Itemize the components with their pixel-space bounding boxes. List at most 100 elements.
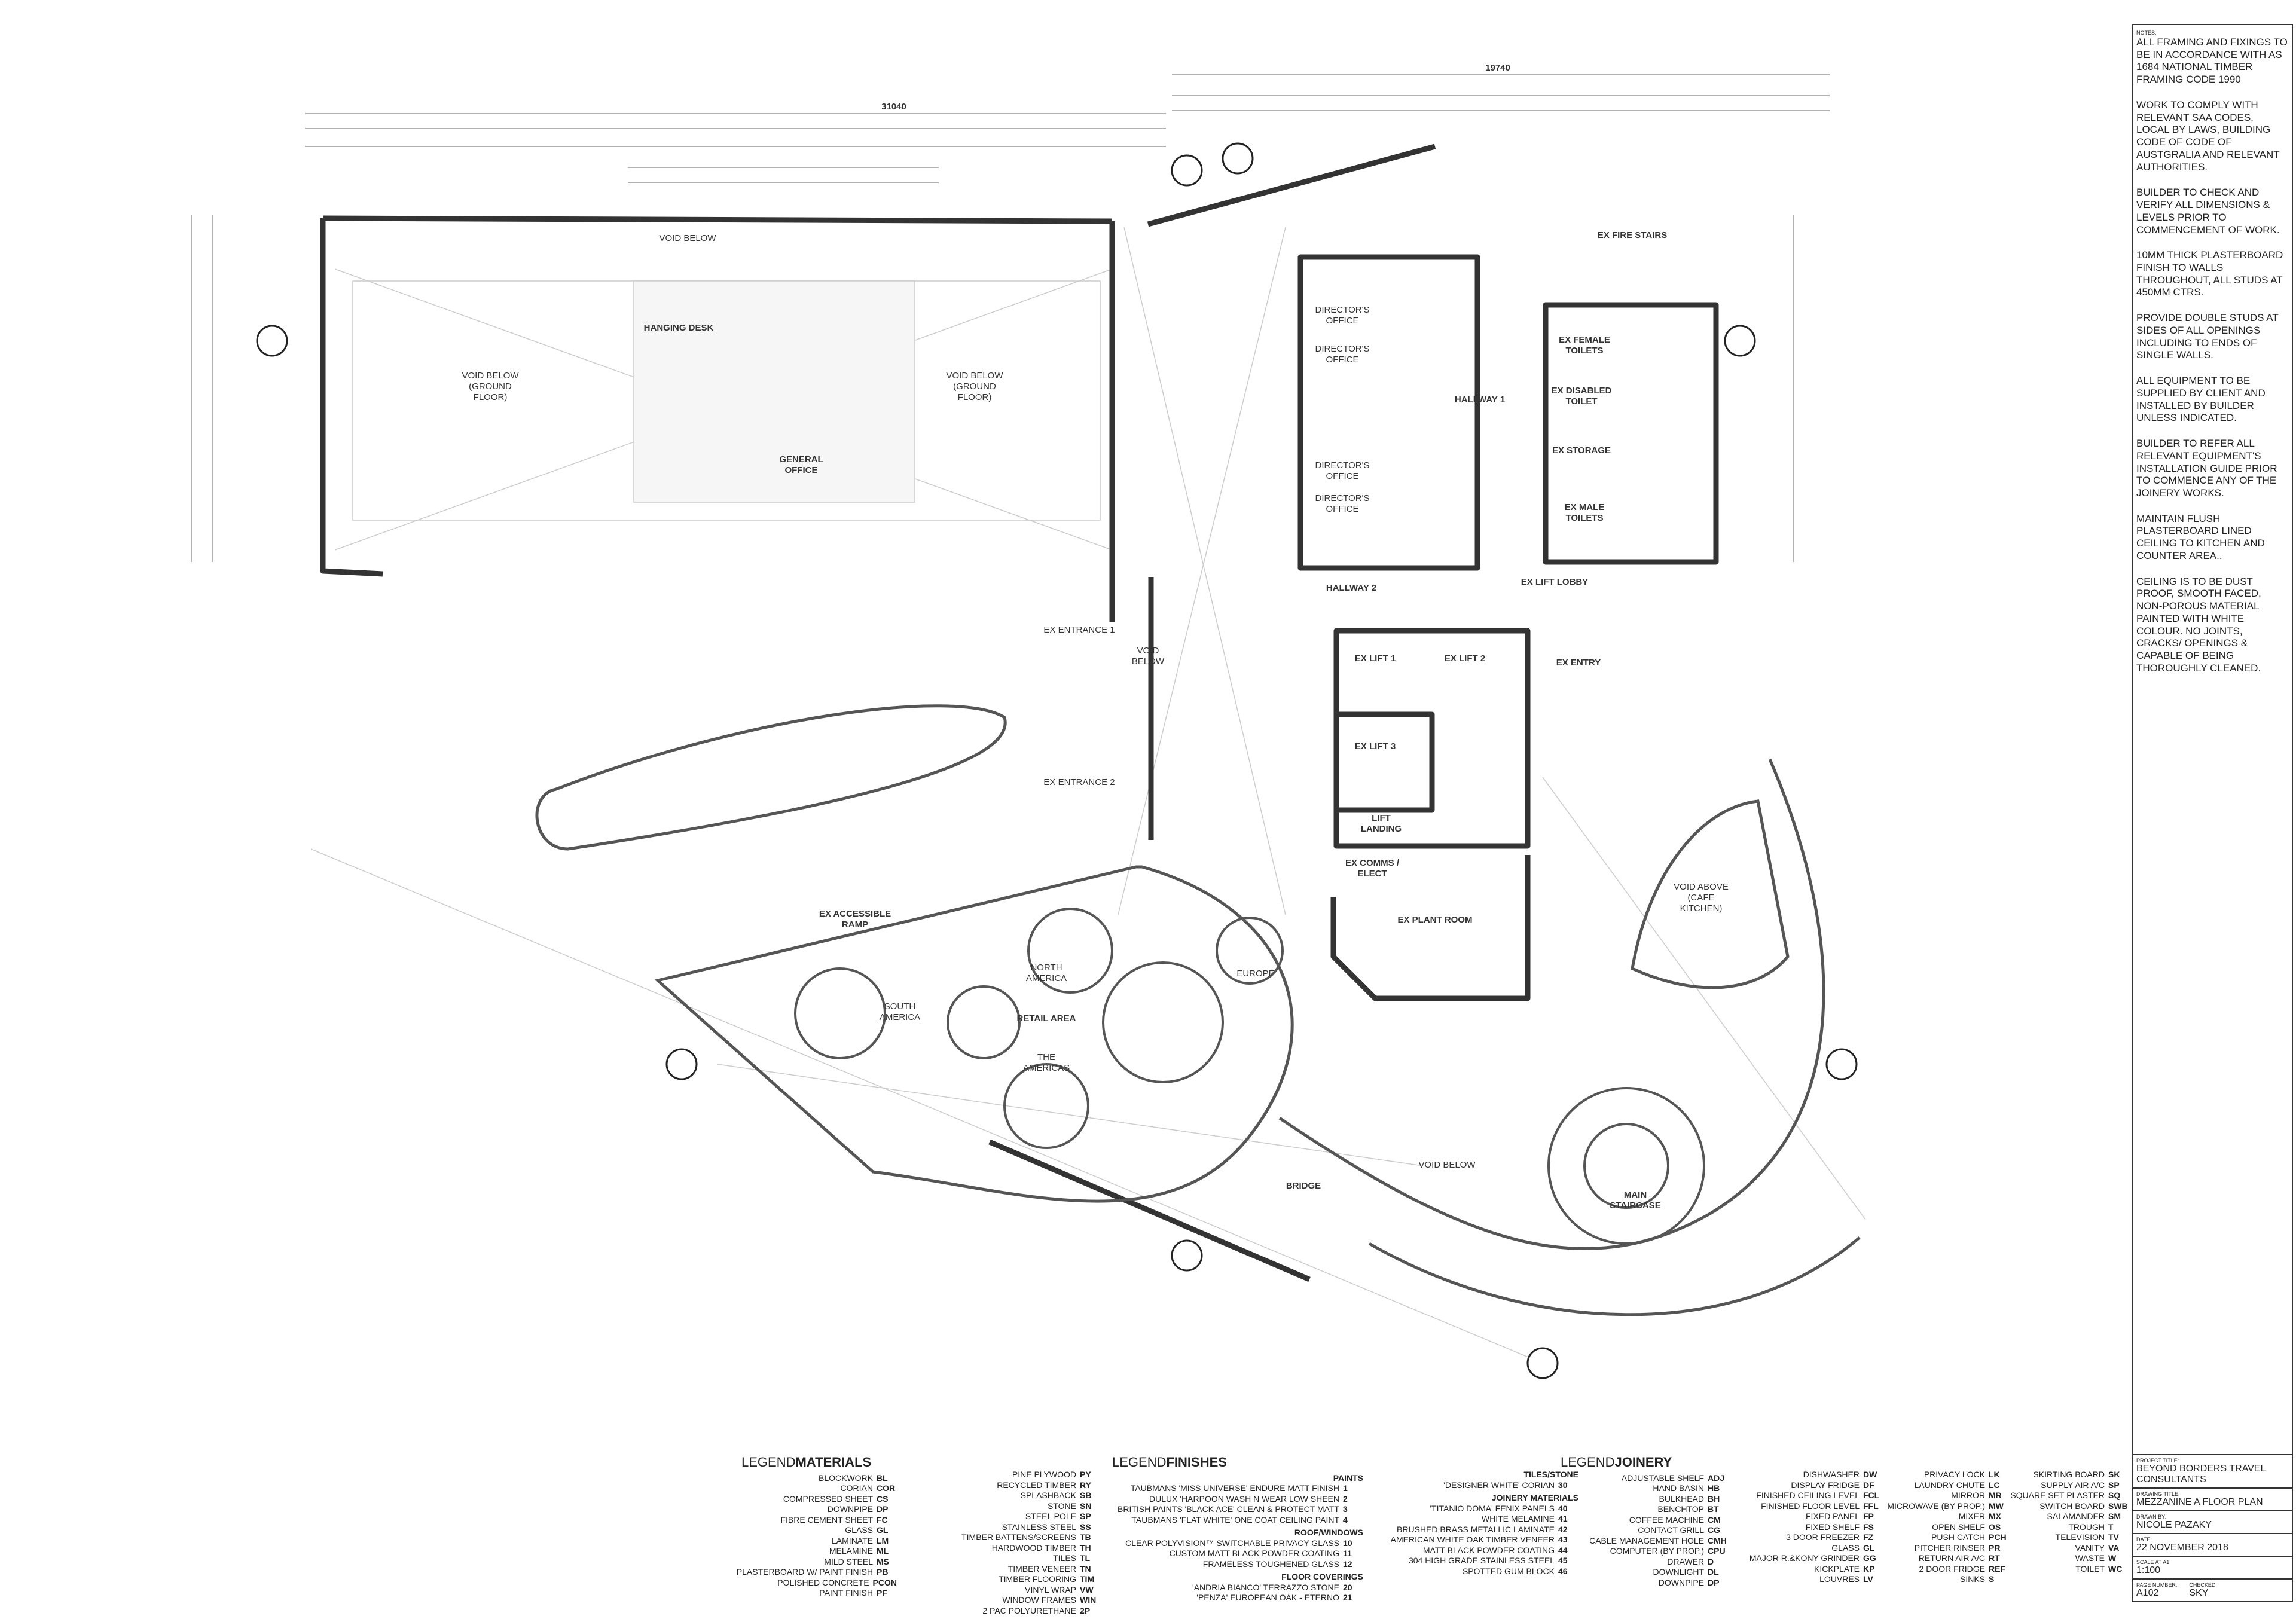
- note-1: ALL FRAMING AND FIXINGS TO BE IN ACCORDA…: [2136, 36, 2288, 85]
- note-9: CEILING IS TO BE DUST PROOF, SMOOTH FACE…: [2136, 575, 2261, 674]
- legend-row: TAUBMANS 'MISS UNIVERSE' ENDURE MATT FIN…: [1130, 1483, 1348, 1493]
- room-2-09-name: RETAIL AREA: [1016, 1013, 1076, 1024]
- room-2-08-name: LIFT LANDING: [1360, 813, 1402, 834]
- ex-lift-1-label: EX LIFT 1: [1354, 653, 1396, 664]
- room-2-02-name: DIRECTOR'S OFFICE: [1315, 305, 1370, 326]
- top-right-dimension: 19740: [1485, 63, 1510, 73]
- top-dimension: 31040: [881, 102, 906, 112]
- note-4: 10MM THICK PLASTERBOARD FINISH TO WALLS …: [2136, 249, 2283, 298]
- dimension-lines: [191, 74, 1830, 562]
- legend-row: CLEAR POLYVISION™ SWITCHABLE PRIVACY GLA…: [1125, 1538, 1352, 1548]
- checked-by: SKY: [2189, 1588, 2209, 1598]
- page-number: A102: [2136, 1588, 2159, 1598]
- project-title: BEYOND BORDERS TRAVEL CONSULTANTS: [2136, 1464, 2266, 1484]
- room-2-03-name: DIRECTOR'S OFFICE: [1315, 344, 1370, 365]
- room-2-04-name: DIRECTOR'S OFFICE: [1315, 460, 1370, 481]
- project-title-block: PROJECT TITLE:BEYOND BORDERS TRAVEL CONS…: [2133, 1454, 2292, 1487]
- scale-block: SCALE AT A1:1:100: [2133, 1556, 2292, 1578]
- note-2: WORK TO COMPLY WITH RELEVANT SAA CODES, …: [2136, 99, 2280, 173]
- legend-group-heading: TILES/STONE: [1523, 1470, 1578, 1479]
- ex-lift-3-label: EX LIFT 3: [1354, 741, 1396, 752]
- notes-heading: NOTES:: [2136, 30, 2157, 36]
- note-3: BUILDER TO CHECK AND VERIFY ALL DIMENSIO…: [2136, 187, 2280, 236]
- south-america-label: SOUTH AMERICA: [879, 1001, 921, 1022]
- legend-group-heading: ROOF/WINDOWS: [1294, 1528, 1363, 1537]
- page-number-block: PAGE NUMBER:A102 CHECKED:SKY: [2133, 1578, 2292, 1601]
- room-2-11-name: MAIN STAIRCASE: [1610, 1190, 1661, 1211]
- room-2-01-name: GENERAL OFFICE: [779, 454, 823, 475]
- legend-group-heading: FLOOR COVERINGS: [1281, 1572, 1363, 1581]
- room-2-07-name: HALLWAY 2: [1326, 583, 1377, 593]
- legend-row: COMPUTER (BY PROP.)CPU: [1610, 1546, 1726, 1556]
- note-8: MAINTAIN FLUSH PLASTERBOARD LINED CEILIN…: [2136, 512, 2265, 561]
- circular-features: [794, 908, 1705, 1245]
- ex-lift-2-label: EX LIFT 2: [1444, 653, 1486, 664]
- void-below-3-label: VOID BELOW: [1418, 1160, 1476, 1170]
- legend-group-heading: JOINERY MATERIALS: [1491, 1493, 1578, 1502]
- title-block: NOTES: ALL FRAMING AND FIXINGS TO BE IN …: [2132, 24, 2293, 1602]
- void-ground-right-label: VOID BELOW (GROUND FLOOR): [946, 371, 1003, 402]
- ex-disabled-toilet-label: EX DISABLED TOILET: [1551, 386, 1612, 407]
- drawn-by: NICOLE PAZAKY: [2136, 1520, 2212, 1530]
- note-7: BUILDER TO REFER ALL RELEVANT EQUIPMENT'…: [2136, 438, 2277, 499]
- ex-female-toilets-label: EX FEMALE TOILETS: [1559, 335, 1610, 356]
- ex-entrance-1-label: EX ENTRANCE 1: [1043, 625, 1115, 635]
- legend-row: MICROWAVE (BY PROP.)MW: [1887, 1501, 2004, 1511]
- room-2-06-name: HALLWAY 1: [1454, 395, 1506, 405]
- drawn-by-block: DRAWN BY:NICOLE PAZAKY: [2133, 1510, 2292, 1533]
- ex-entrance-2-label: EX ENTRANCE 2: [1043, 777, 1115, 787]
- legend-row: TAUBMANS 'FLAT WHITE' ONE COAT CEILING P…: [1131, 1514, 1348, 1525]
- ex-plant-room-label: EX PLANT ROOM: [1397, 915, 1473, 925]
